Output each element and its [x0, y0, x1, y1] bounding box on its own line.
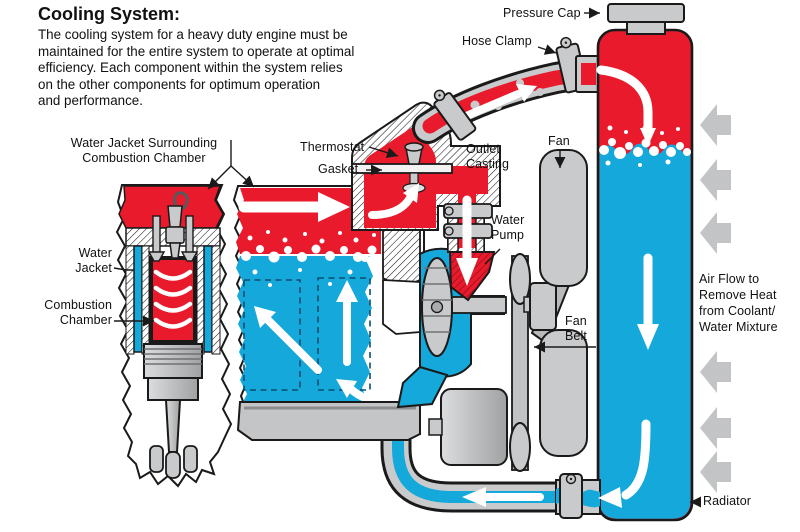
radiator	[555, 3, 694, 522]
heat-waves	[153, 269, 193, 329]
air-arrow	[700, 104, 731, 146]
thermostat-housing	[351, 101, 501, 302]
air-arrow	[700, 407, 731, 449]
coolant-flow-arrow	[336, 280, 358, 302]
coolant-flow-arrow	[336, 379, 357, 398]
casting-wall	[382, 229, 421, 289]
coolant-flow-arrow	[318, 192, 350, 222]
pump-shaft	[448, 296, 507, 314]
hose-clamp-a	[433, 89, 477, 141]
air-arrow	[700, 159, 731, 201]
description-text: The cooling system for a heavy duty engi…	[38, 27, 355, 109]
air-arrow	[700, 212, 731, 254]
label-radiator: Radiator	[703, 494, 752, 508]
label-water-jacket-surrounding: Water Jacket Surrounding Combustion Cham…	[70, 136, 218, 165]
air-arrow	[700, 451, 731, 493]
page-title: Cooling System:	[38, 4, 181, 24]
label-fan: Fan	[548, 134, 570, 148]
label-outlet-casting: Outlet Casting	[466, 142, 510, 171]
crank-pulley	[509, 422, 531, 472]
water-pump	[396, 247, 507, 409]
piston	[143, 343, 203, 479]
air-arrow	[700, 351, 731, 393]
upper-radiator-hose	[412, 36, 608, 144]
label-gasket: Gasket	[318, 162, 359, 176]
cylinder-assembly	[115, 184, 233, 488]
pressure-cap	[607, 3, 685, 35]
label-water-pump: Water Pump	[491, 213, 525, 242]
fan-blade-lower	[539, 329, 588, 457]
fan-blade-upper	[539, 149, 588, 287]
cool-coolant-region	[236, 256, 373, 402]
casting-wall	[382, 279, 421, 335]
fuel-injector	[165, 191, 189, 259]
fan-hub	[529, 282, 557, 331]
coolant-flow-arrow	[254, 306, 276, 328]
label-leaders	[113, 7, 701, 508]
label-air-flow: Air Flow to Remove Heat from Coolant/ Wa…	[699, 272, 778, 334]
air-flow-arrows	[700, 104, 731, 493]
coolant-flow-arrow	[456, 258, 478, 286]
cylinder-liner-outline	[243, 279, 301, 391]
coolant-flow-arrow	[637, 324, 659, 350]
label-fan-belt: Fan Belt	[565, 314, 587, 343]
fan-assembly	[428, 149, 588, 472]
coolant-flow-arrow	[403, 183, 419, 203]
coolant-flow-arrow	[598, 487, 622, 508]
coolant-flow-arrow	[462, 487, 486, 507]
gasket-plate	[351, 163, 453, 174]
label-thermostat: Thermostat	[300, 140, 365, 154]
label-pressure-cap: Pressure Cap	[503, 6, 581, 20]
label-hose-clamp: Hose Clamp	[462, 34, 532, 48]
water-jacket-strip	[203, 245, 213, 353]
coolant-flow-arrow	[516, 84, 537, 102]
connecting-rod	[164, 399, 182, 453]
fan-pulley	[509, 253, 531, 305]
crank-damper	[440, 388, 508, 466]
coolant-flow-arrow	[640, 128, 656, 146]
coolant-foam	[241, 230, 377, 287]
label-water-jacket: Water Jacket	[75, 246, 112, 275]
label-combustion-chamber: Combustion Chamber	[44, 298, 112, 327]
engine-block	[232, 185, 428, 441]
water-jacket-strip	[133, 245, 143, 353]
